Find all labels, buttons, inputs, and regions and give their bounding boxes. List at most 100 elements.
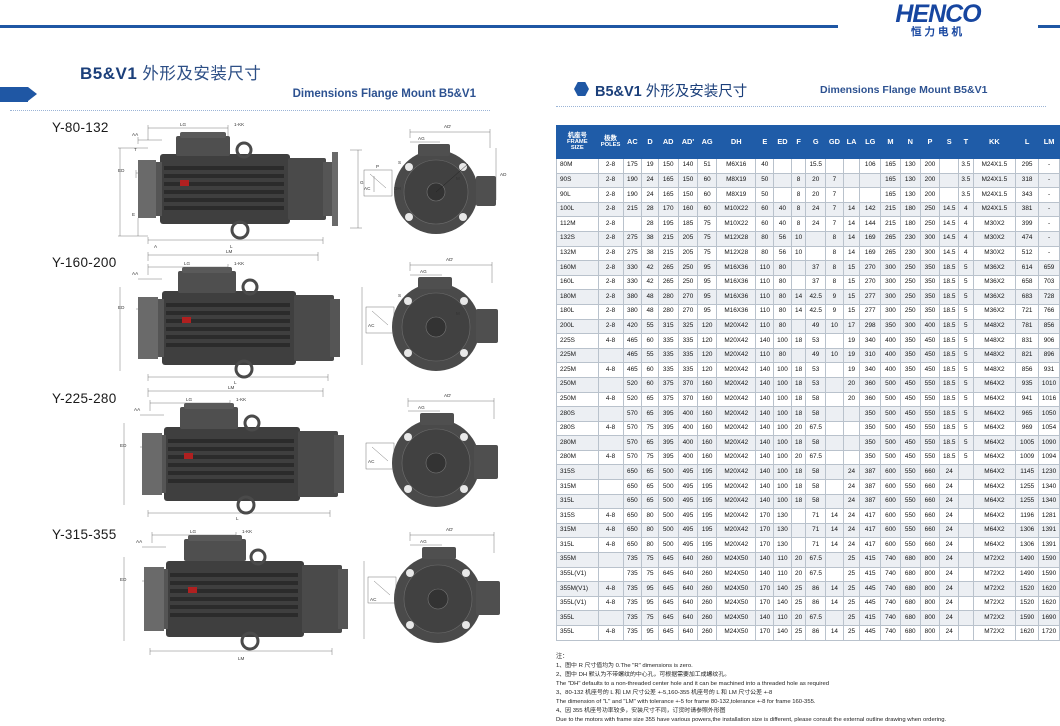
data-cell: 14	[825, 522, 844, 539]
drawing-group-3: Y-225-280	[0, 385, 520, 520]
frame-size-cell: 112M	[556, 216, 599, 232]
data-cell: 1490	[1015, 552, 1040, 568]
frame-size-cell: 280M	[556, 435, 599, 451]
data-cell	[842, 158, 861, 174]
data-cell: 65	[641, 479, 659, 495]
data-cell: 335	[657, 362, 679, 378]
data-cell	[773, 172, 792, 189]
data-cell	[958, 537, 974, 554]
data-cell: M24X50	[715, 595, 757, 612]
data-cell: 18	[790, 333, 807, 349]
data-cell: 28	[641, 216, 659, 232]
data-cell: 265	[880, 245, 901, 262]
data-cell: 350	[919, 260, 941, 276]
data-cell: M72X2	[972, 566, 1017, 583]
data-cell: 17	[842, 318, 861, 335]
data-cell: 645	[657, 552, 679, 568]
data-cell: 20	[805, 187, 827, 203]
data-cell: 500	[880, 406, 901, 422]
data-cell	[825, 158, 844, 174]
data-cell: 550	[919, 449, 941, 466]
data-cell: 75	[641, 420, 659, 437]
data-cell: 80	[773, 318, 792, 335]
frame-size-cell: 225S	[556, 333, 599, 349]
data-cell: 395	[657, 420, 679, 437]
data-cell	[958, 522, 974, 539]
data-cell: 80	[773, 274, 792, 291]
drawing-label-1: Y-80-132	[52, 120, 109, 135]
data-cell: 680	[899, 625, 921, 641]
frame-size-cell: 160M	[556, 260, 599, 276]
svg-text:1-KK: 1-KK	[242, 529, 253, 534]
data-cell: 340	[859, 333, 882, 349]
data-cell: 660	[919, 464, 941, 481]
data-cell: 86	[805, 625, 827, 641]
data-cell: M24X50	[715, 610, 757, 626]
data-cell	[597, 464, 624, 481]
data-cell: 18.5	[939, 376, 960, 393]
data-cell: 95	[697, 303, 717, 320]
data-cell: 550	[899, 537, 921, 554]
column-header-P: P	[919, 125, 941, 159]
data-cell: 645	[657, 610, 679, 626]
data-cell: 445	[859, 625, 882, 641]
data-cell: 4-8	[597, 581, 624, 597]
data-cell: 120	[697, 333, 717, 349]
data-cell: 95	[697, 289, 717, 305]
data-cell: 19	[842, 347, 861, 364]
data-cell: 1391	[1038, 522, 1060, 539]
svg-text:P: P	[376, 164, 379, 169]
note-line: 4、因 355 机座号功率较多，安装尺寸不同，订货时请参照外形图	[556, 708, 726, 715]
data-cell: 110	[755, 260, 775, 276]
data-cell: 25	[790, 625, 807, 641]
data-cell: 10	[790, 245, 807, 262]
data-cell: 110	[755, 303, 775, 320]
data-cell: 65	[641, 406, 659, 422]
svg-text:T: T	[134, 147, 137, 152]
data-cell	[825, 449, 844, 466]
data-cell: 250	[919, 201, 941, 218]
data-cell: 40	[773, 201, 792, 218]
data-cell: 24	[842, 479, 861, 495]
data-cell: 142	[859, 201, 882, 218]
data-cell: 14	[842, 201, 861, 218]
data-cell: 100	[773, 391, 792, 408]
data-cell: M64X2	[972, 449, 1017, 466]
data-cell	[958, 595, 974, 612]
data-cell: 4	[958, 245, 974, 262]
right-title-english: Dimensions Flange Mount B5&V1	[820, 84, 988, 96]
data-cell: 8	[790, 187, 807, 203]
data-cell: M36X2	[972, 303, 1017, 320]
data-cell: -	[1038, 187, 1060, 203]
left-title-english: Dimensions Flange Mount B5&V1	[292, 88, 476, 100]
data-cell: 20	[842, 391, 861, 408]
data-cell: 25	[790, 581, 807, 597]
data-cell: 300	[919, 230, 941, 247]
data-cell: 24	[939, 566, 960, 583]
data-cell: 550	[899, 522, 921, 539]
data-cell	[790, 522, 807, 539]
data-cell: 1050	[1038, 406, 1060, 422]
frame-size-cell: 132M	[556, 245, 599, 262]
data-cell: 50	[755, 172, 775, 189]
data-cell: 495	[677, 508, 699, 524]
note-line: 3、80-132 机座号的 L 和 LM 尺寸公差 +-5,160-355 机座…	[556, 690, 773, 697]
drawing-label-4: Y-315-355	[52, 527, 117, 542]
data-cell: 24	[641, 172, 659, 189]
data-cell: 42.5	[805, 303, 827, 320]
data-cell: 417	[859, 508, 882, 524]
svg-text:LM: LM	[226, 249, 233, 254]
note-line: Due to the motors with frame size 355 ha…	[556, 717, 947, 724]
data-cell: 75	[641, 552, 659, 568]
data-cell: 660	[919, 537, 941, 554]
data-cell: 80	[641, 508, 659, 524]
data-cell: 14.5	[939, 201, 960, 218]
data-cell: 60	[697, 201, 717, 218]
arrow-tab-icon	[0, 87, 37, 102]
column-header-LG: LG	[859, 125, 882, 159]
data-cell: M16X36	[715, 289, 757, 305]
data-cell: 14	[842, 230, 861, 247]
data-cell: 110	[773, 610, 792, 626]
